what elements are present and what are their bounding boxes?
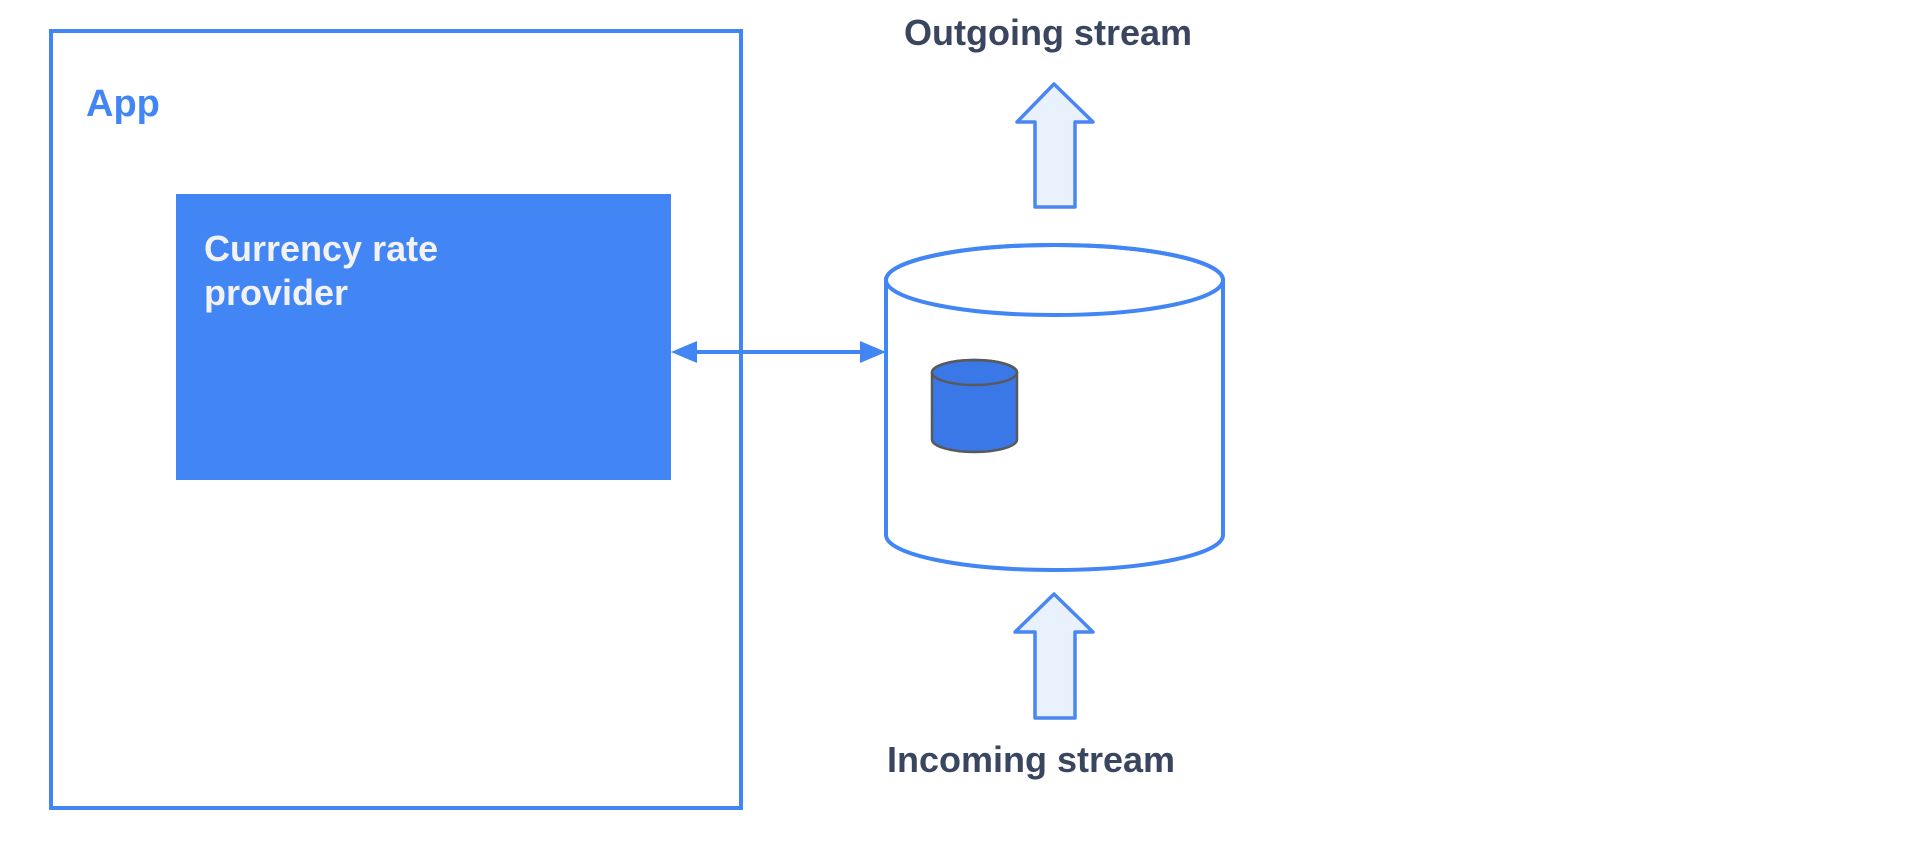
- app-container-box: [49, 29, 743, 810]
- app-label: App: [86, 83, 160, 125]
- outgoing-up-arrow-icon: [1015, 82, 1095, 209]
- currency-rate-provider-label: Currency rate provider: [204, 228, 439, 313]
- stream-cylinder-icon: [884, 243, 1225, 572]
- data-cylinder-icon: [930, 358, 1019, 454]
- bidirectional-arrow-icon: [671, 341, 886, 363]
- outgoing-stream-label: Outgoing stream: [903, 12, 1193, 53]
- incoming-up-arrow-icon: [1013, 592, 1095, 720]
- incoming-stream-label: Incoming stream: [886, 739, 1176, 780]
- currency-rate-provider-node: Currency rate provider: [176, 194, 671, 480]
